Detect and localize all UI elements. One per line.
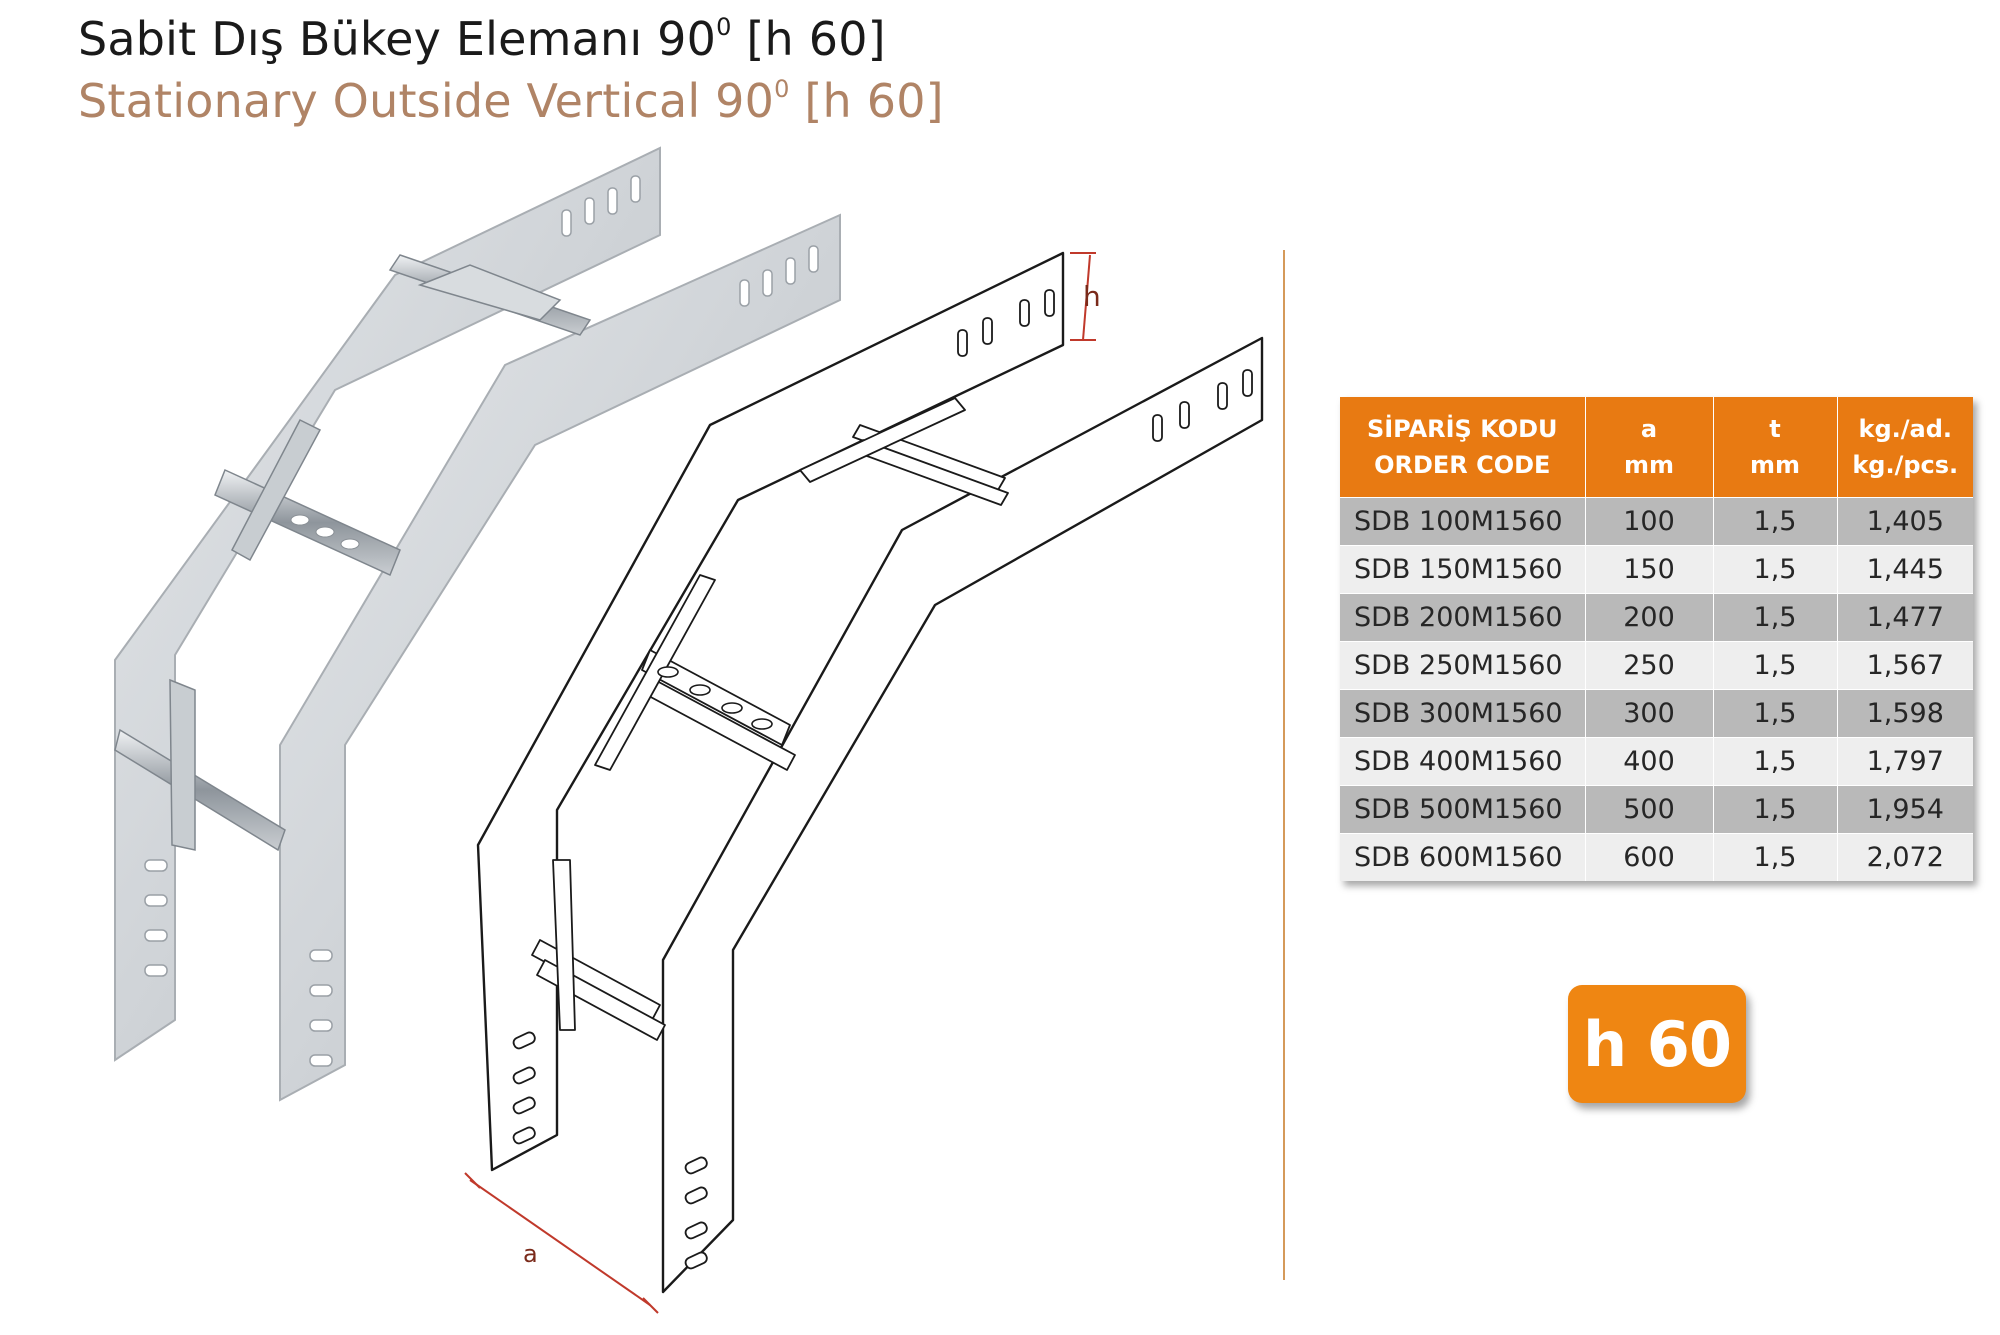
- divider: [1283, 250, 1285, 1280]
- header-weight: kg./ad.kg./pcs.: [1837, 397, 1973, 498]
- title-en-suffix: [h 60]: [789, 74, 944, 128]
- dimension-a-label: a: [523, 1240, 538, 1268]
- title-en-text: Stationary Outside Vertical 90: [78, 74, 775, 128]
- shaded-ladder-model: [114, 146, 841, 1102]
- title-tr-suffix: [h 60]: [731, 12, 886, 66]
- dimension-lines: [464, 252, 1096, 1314]
- page-subtitle: Stationary Outside Vertical 900 [h 60]: [78, 74, 944, 128]
- dimension-h-label: h: [1083, 280, 1101, 313]
- h60-badge: h 60: [1568, 985, 1746, 1103]
- title-en-degree: 0: [774, 75, 790, 103]
- line-drawing: [476, 251, 1264, 1294]
- title-tr-degree: 0: [716, 13, 732, 41]
- title-tr-text: Sabit Dış Bükey Elemanı 90: [78, 12, 717, 66]
- page-title: Sabit Dış Bükey Elemanı 900 [h 60]: [78, 12, 886, 66]
